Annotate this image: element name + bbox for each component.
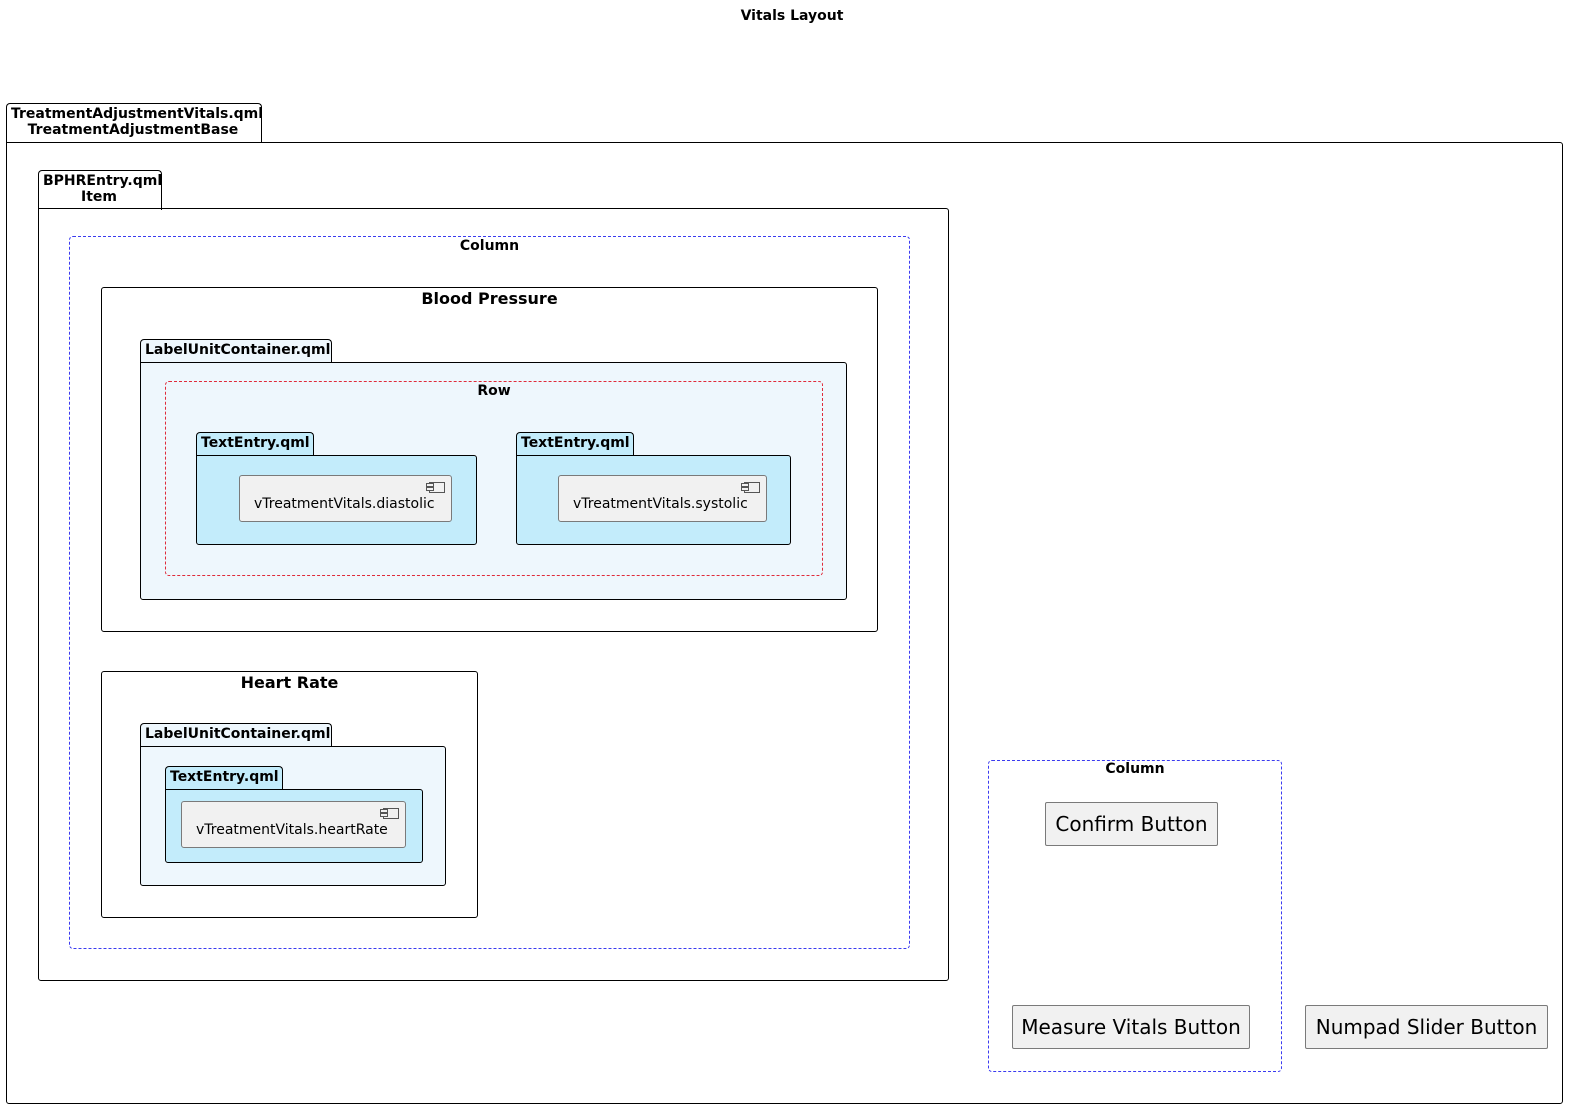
diastolic-component[interactable]: vTreatmentVitals.diastolic (239, 475, 452, 522)
bphr-package-name: BPHREntry.qml (43, 173, 163, 189)
left-column-frame (69, 236, 910, 949)
component-icon (426, 482, 445, 493)
systolic-component-label: vTreatmentVitals.systolic (573, 495, 748, 512)
heartrate-textentry-tab: TextEntry.qml (165, 766, 283, 790)
diagram-title: Vitals Layout (740, 8, 844, 24)
root-package-frame (6, 142, 1563, 1104)
blood-pressure-title: Blood Pressure (421, 289, 558, 308)
heartrate-component[interactable]: vTreatmentVitals.heartRate (181, 801, 406, 848)
bphr-package-tab: BPHREntry.qml Item (38, 170, 162, 210)
component-icon (380, 808, 399, 819)
component-icon (741, 482, 760, 493)
heartrate-component-label: vTreatmentVitals.heartRate (196, 821, 388, 838)
hr-container-tab: LabelUnitContainer.qml (140, 723, 332, 747)
bphr-package-base: Item (81, 189, 117, 205)
numpad-slider-button[interactable]: Numpad Slider Button (1305, 1005, 1548, 1049)
systolic-component[interactable]: vTreatmentVitals.systolic (558, 475, 767, 522)
left-column-label: Column (459, 238, 520, 254)
root-package-base: TreatmentAdjustmentBase (27, 122, 239, 138)
confirm-button[interactable]: Confirm Button (1045, 802, 1218, 846)
bp-container-tab: LabelUnitContainer.qml (140, 339, 332, 363)
systolic-textentry-tab: TextEntry.qml (516, 432, 634, 456)
right-column-frame (988, 760, 1282, 1072)
diastolic-component-label: vTreatmentVitals.diastolic (254, 495, 435, 512)
bp-row-frame (165, 381, 823, 576)
diastolic-textentry-tab: TextEntry.qml (196, 432, 314, 456)
root-package-tab: TreatmentAdjustmentVitals.qml TreatmentA… (6, 103, 264, 143)
right-column-label: Column (1105, 761, 1165, 777)
heart-rate-title: Heart Rate (240, 673, 339, 692)
measure-vitals-button[interactable]: Measure Vitals Button (1012, 1005, 1250, 1049)
bphr-package-frame (38, 208, 949, 981)
root-package-name: TreatmentAdjustmentVitals.qml (11, 106, 264, 122)
bp-row-label: Row (477, 383, 511, 399)
